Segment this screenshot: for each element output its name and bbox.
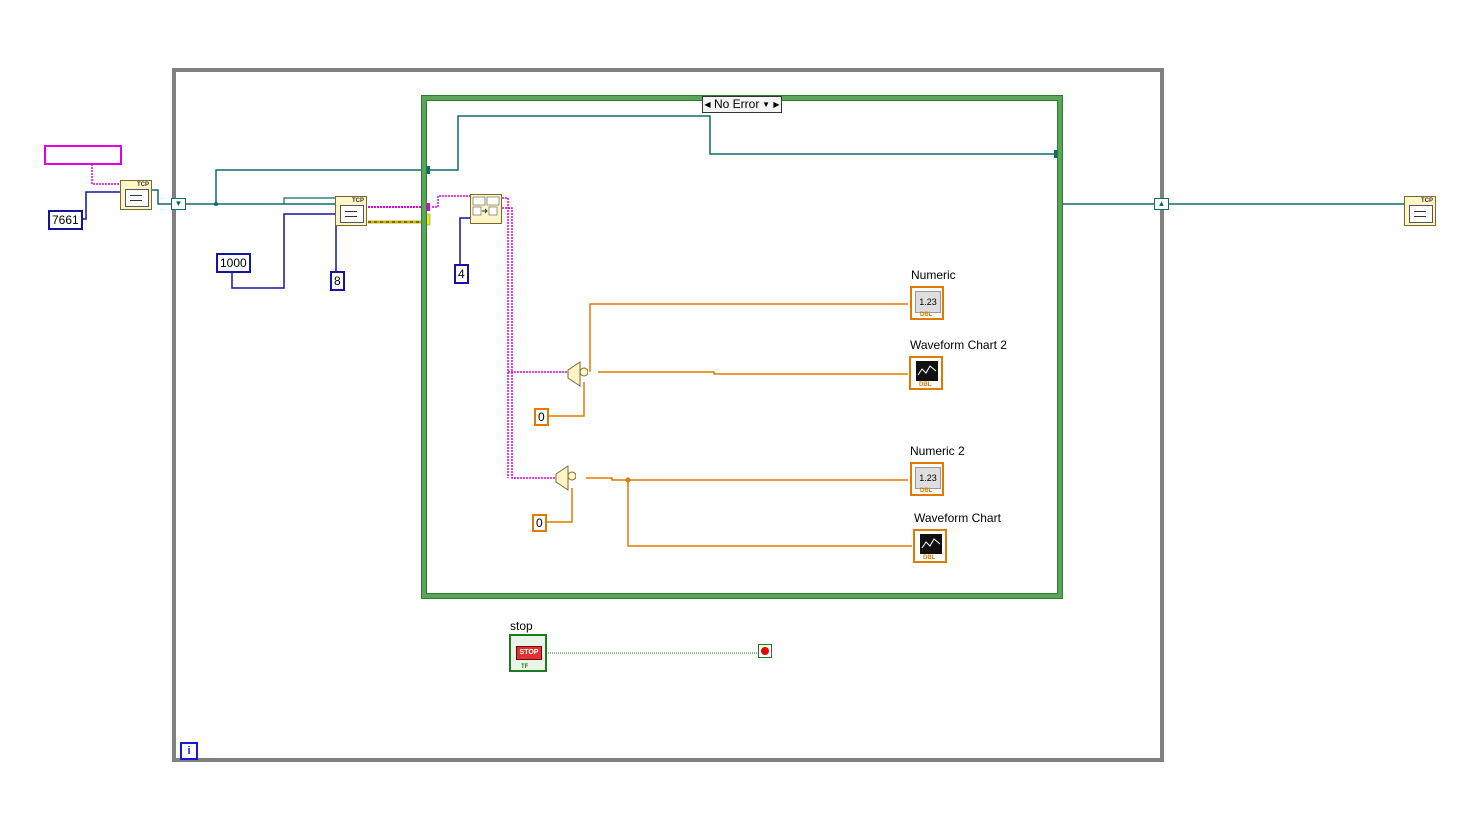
waveform-chart-2-indicator[interactable]: DBL [909, 356, 943, 390]
case-selector[interactable]: ◀ No Error ▼ ▶ [702, 96, 782, 113]
tcp-close-connection-node[interactable]: TCP [1404, 196, 1436, 226]
loop-condition-terminal[interactable] [758, 644, 772, 658]
tcp-open-label: TCP [137, 182, 149, 188]
numeric-2-label: Numeric 2 [910, 444, 965, 458]
iteration-terminal: i [180, 742, 198, 760]
tcp-open-connection-node[interactable]: TCP [120, 180, 152, 210]
index-node-1[interactable] [566, 360, 589, 388]
index-array-icon [567, 361, 589, 387]
numeric-display: 1.23 [915, 291, 941, 313]
numeric-type: DBL [920, 312, 933, 318]
index-node-2[interactable] [554, 464, 577, 492]
waveform-chart-2-type: DBL [919, 382, 932, 388]
tcp-read-label: TCP [352, 198, 364, 204]
timeout-constant[interactable]: 1000 [216, 253, 251, 273]
case-prev-arrow-icon[interactable]: ◀ [704, 100, 711, 109]
stop-label: stop [510, 619, 533, 633]
numeric-label: Numeric [911, 268, 956, 282]
waveform-chart-label: Waveform Chart [914, 511, 1001, 525]
network-icon [125, 189, 149, 207]
shift-register-left[interactable]: ▼ [171, 198, 186, 210]
stop-type: TF [521, 664, 529, 670]
numeric-indicator[interactable]: 1.23 DBL [910, 286, 944, 320]
stop-button-face: STOP [516, 646, 542, 660]
waveform-chart-icon [920, 534, 942, 554]
waveform-chart-indicator[interactable]: DBL [913, 529, 947, 563]
address-string-constant[interactable] [44, 145, 122, 165]
numeric-2-indicator[interactable]: 1.23 DBL [910, 462, 944, 496]
bytes-to-read-constant[interactable]: 8 [330, 271, 345, 291]
tcp-read-node[interactable]: TCP [335, 196, 367, 226]
numeric-2-type: DBL [920, 488, 933, 494]
numeric-2-display: 1.23 [915, 467, 941, 489]
chevron-down-icon[interactable]: ▼ [762, 100, 770, 109]
scan-count-constant[interactable]: 4 [454, 264, 469, 284]
scan-string-icon [472, 196, 500, 216]
tcp-close-label: TCP [1421, 198, 1433, 204]
waveform-chart-2-label: Waveform Chart 2 [910, 338, 1007, 352]
scan-from-string-node[interactable] [470, 194, 502, 224]
network-read-icon [340, 205, 364, 223]
network-close-icon [1409, 205, 1433, 223]
index-constant-1[interactable]: 0 [534, 408, 549, 426]
case-selector-label: No Error [714, 97, 760, 111]
while-loop[interactable] [172, 68, 1164, 762]
waveform-chart-type: DBL [923, 555, 936, 561]
waveform-chart-icon [916, 361, 938, 381]
index-array-icon [555, 465, 577, 491]
stop-button-control[interactable]: STOP TF [509, 634, 547, 672]
shift-register-right[interactable]: ▲ [1154, 198, 1169, 210]
index-constant-2[interactable]: 0 [532, 514, 547, 532]
case-next-arrow-icon[interactable]: ▶ [773, 100, 780, 109]
port-constant[interactable]: 7661 [48, 210, 83, 230]
